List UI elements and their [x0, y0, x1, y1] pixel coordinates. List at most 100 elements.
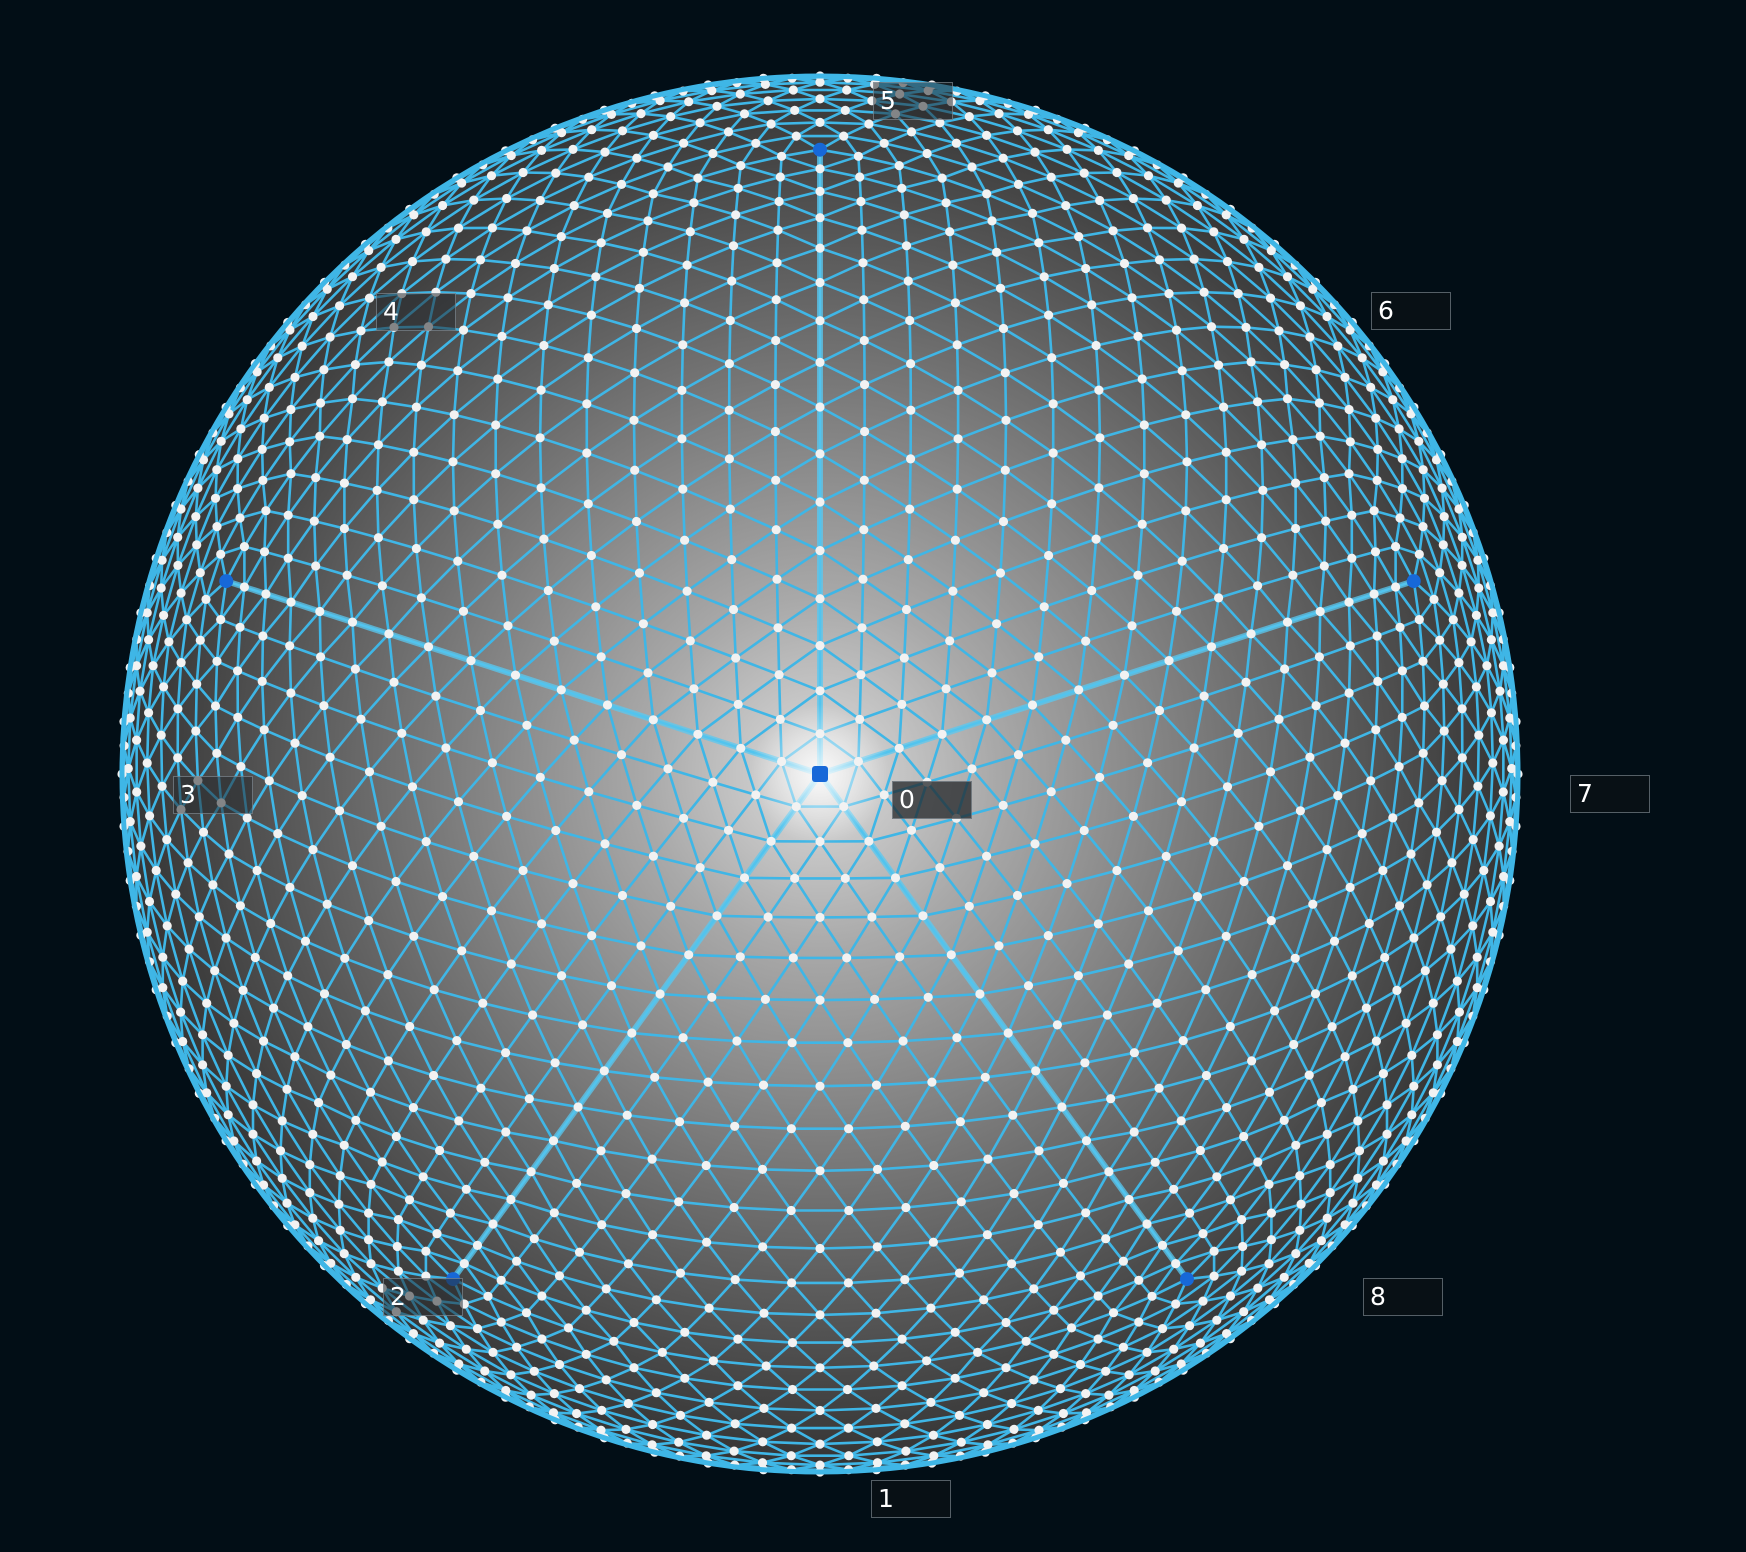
mesh-edge [451, 460, 498, 476]
mesh-edge [267, 741, 297, 783]
mesh-node [879, 138, 889, 148]
mesh-edge [1328, 1149, 1361, 1194]
mesh-edge [1320, 1223, 1347, 1242]
mesh-edge [1164, 855, 1199, 898]
mesh-edge [1250, 1009, 1276, 1063]
mesh-node [384, 357, 394, 367]
mesh-node [638, 247, 649, 257]
mesh-edge [397, 1218, 439, 1235]
mesh-edge [818, 121, 871, 126]
mesh-node [1129, 1048, 1139, 1058]
mesh-node [901, 604, 912, 615]
mesh-edge [904, 1449, 936, 1458]
mesh-node [1171, 325, 1182, 335]
mesh-edge [1442, 515, 1464, 567]
mesh-edge [527, 1097, 580, 1109]
mesh-node [1173, 946, 1183, 956]
mesh-edge [847, 1426, 879, 1444]
mesh-edge [408, 1198, 452, 1215]
mesh-node [844, 1451, 854, 1461]
mesh-edge [818, 430, 866, 456]
mesh-edge [1011, 1113, 1041, 1153]
mesh-node [648, 715, 658, 725]
mesh-node [1321, 516, 1331, 526]
mesh-edge [479, 258, 517, 265]
mesh-edge [900, 1377, 957, 1387]
mesh-edge [367, 919, 390, 976]
mesh-node [1418, 656, 1428, 666]
mesh-node [407, 782, 418, 792]
mesh-edge [870, 915, 902, 959]
mesh-edge [351, 397, 384, 404]
mesh-node [606, 109, 617, 119]
mesh-edge [818, 298, 866, 323]
mesh-edge [525, 688, 563, 727]
mesh-edge [764, 1341, 794, 1368]
mesh-node [815, 546, 825, 556]
mesh-edge [1267, 1144, 1298, 1186]
mesh-edge [666, 141, 685, 169]
mesh-edge [1240, 1238, 1273, 1273]
mesh-edge [1161, 1211, 1191, 1247]
mesh-edge [584, 1353, 608, 1382]
mesh-edge [970, 767, 1005, 807]
mesh-edge [1229, 1262, 1271, 1298]
mesh-edge [599, 212, 609, 245]
mesh-edge [959, 1113, 1015, 1123]
mesh-edge [948, 622, 998, 643]
mesh-edge [711, 142, 758, 155]
mesh-edge [590, 520, 638, 557]
mesh-node [787, 1384, 798, 1395]
mesh-node [235, 622, 245, 632]
mesh-node [1013, 179, 1024, 189]
mesh-edge [456, 369, 500, 381]
mesh-edge [872, 1364, 904, 1387]
mesh-node [435, 1145, 445, 1156]
mesh-node [1280, 360, 1290, 370]
mesh-edge [1323, 476, 1354, 517]
mesh-node [695, 118, 705, 128]
mesh-node [1241, 322, 1251, 332]
mesh-edge [1065, 882, 1100, 926]
mesh-node [606, 981, 617, 991]
mesh-edge [951, 263, 1002, 290]
mesh-edge [967, 112, 1001, 118]
mesh-edge [1192, 257, 1206, 294]
mesh-node [493, 374, 503, 384]
mesh-node [1039, 272, 1049, 282]
mesh-edge [1277, 329, 1286, 366]
mesh-edge [224, 1084, 255, 1136]
mesh-edge [1476, 558, 1495, 615]
mesh-edge [367, 1211, 400, 1221]
mesh-edge [1286, 620, 1321, 659]
mesh-edge [901, 1039, 934, 1084]
mesh-edge [1172, 1324, 1191, 1351]
mesh-edge [381, 547, 418, 588]
mesh-edge [1323, 556, 1354, 568]
mesh-edge [1471, 924, 1479, 959]
mesh-edge [1401, 669, 1426, 708]
mesh-edge [411, 785, 460, 804]
mesh-node [303, 1022, 313, 1032]
mesh-edge [1180, 369, 1225, 409]
mesh-edge [1372, 479, 1379, 513]
mesh-edge [1325, 315, 1340, 348]
mesh-edge [1256, 1144, 1298, 1164]
mesh-edge [553, 1061, 580, 1109]
mesh-node [973, 1347, 983, 1357]
mesh-edge [135, 761, 149, 794]
mesh-node [842, 85, 852, 95]
mesh-edge [1109, 1086, 1161, 1100]
mesh-edge [239, 386, 271, 431]
mesh-edge [288, 440, 293, 476]
mesh-node [486, 171, 497, 181]
mesh-edge [219, 398, 249, 443]
mesh-edge [1155, 988, 1208, 1005]
mesh-node [1058, 1408, 1068, 1419]
mesh-edge [1033, 150, 1053, 179]
mesh-edge [1167, 659, 1206, 698]
mesh-node [621, 1424, 631, 1434]
mesh-edge [531, 974, 563, 1017]
mesh-edge [995, 622, 1041, 659]
mesh-node [1311, 701, 1321, 711]
